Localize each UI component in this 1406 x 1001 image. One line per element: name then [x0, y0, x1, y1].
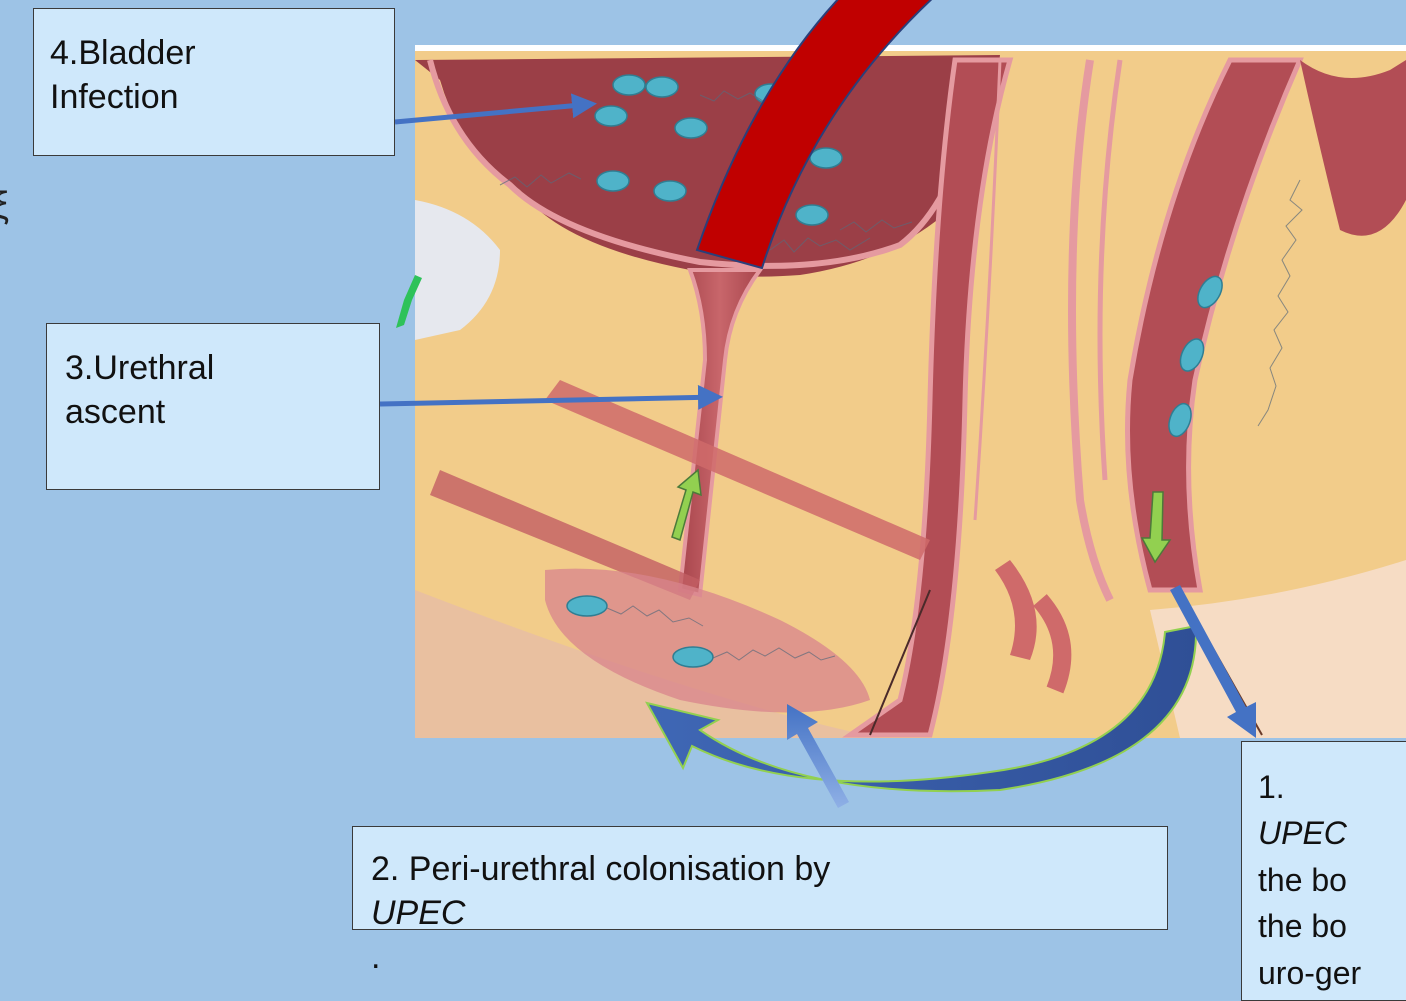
label-text-italic: UPEC [371, 894, 465, 932]
label-bowel-source: 1. UPEC the bo the bo uro-ger [1241, 741, 1406, 1001]
label-text-italic: UPEC [1258, 815, 1347, 851]
label-periurethral-colonisation: 2. Peri-urethral colonisation by UPEC. [352, 826, 1168, 930]
label-text: ascent [65, 390, 379, 434]
label-bladder-infection: 4.Bladder Infection [33, 8, 395, 156]
label-text: 4.Bladder [50, 31, 394, 75]
label-urethral-ascent: 3.Urethral ascent [46, 323, 380, 490]
label-line: 1. UPEC [1258, 764, 1406, 857]
label-text: uro-ger [1258, 950, 1406, 996]
label-text: . [371, 935, 1167, 979]
label-text: 1. [1258, 764, 1406, 810]
label-text: 3.Urethral [65, 346, 379, 390]
label-text: the bo [1258, 857, 1406, 903]
partial-glyph: ξ [0, 185, 9, 228]
label-text: Infection [50, 75, 394, 119]
label-text: the bo [1258, 903, 1406, 949]
label-text: 2. Peri-urethral colonisation by [371, 847, 1167, 891]
anatomy-illustration [415, 45, 1406, 738]
label-line: 2. Peri-urethral colonisation by UPEC. [371, 847, 1167, 980]
